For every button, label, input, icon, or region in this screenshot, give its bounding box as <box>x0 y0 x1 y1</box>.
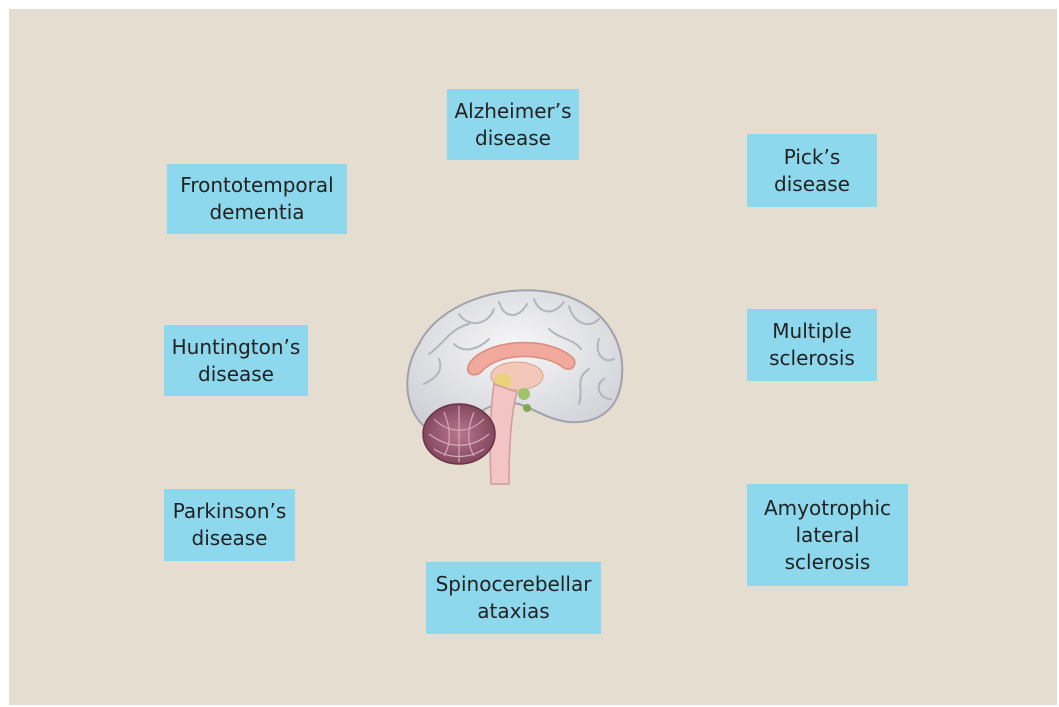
box-line: dementia <box>209 199 304 226</box>
box-line: disease <box>192 525 268 552</box>
box-line: Amyotrophic <box>764 495 891 522</box>
box-line: Frontotemporal <box>180 172 333 199</box>
box-line: Pick’s <box>784 144 841 171</box>
box-line: disease <box>198 361 274 388</box>
box-line: lateral <box>796 522 860 549</box>
box-line: Alzheimer’s <box>454 98 571 125</box>
slide: Alzheimer’s disease Pick’s disease Front… <box>9 9 1057 705</box>
box-huntingtons: Huntington’s disease <box>164 325 308 396</box>
box-line: sclerosis <box>769 345 855 372</box>
box-picks: Pick’s disease <box>747 134 877 207</box>
box-multiple-sclerosis: Multiple sclerosis <box>747 309 877 381</box>
box-line: Spinocerebellar <box>436 571 592 598</box>
box-line: Huntington’s <box>172 334 301 361</box>
box-alzheimers: Alzheimer’s disease <box>447 89 579 160</box>
box-line: Multiple <box>772 318 851 345</box>
brain-illustration <box>399 284 629 489</box>
box-line: disease <box>475 125 551 152</box>
box-spinocerebellar: Spinocerebellar ataxias <box>426 562 601 634</box>
box-line: ataxias <box>477 598 549 625</box>
box-parkinsons: Parkinson’s disease <box>164 489 295 561</box>
box-line: disease <box>774 171 850 198</box>
box-als: Amyotrophic lateral sclerosis <box>747 484 908 586</box>
box-line: sclerosis <box>785 549 871 576</box>
box-frontotemporal: Frontotemporal dementia <box>167 164 347 234</box>
box-line: Parkinson’s <box>173 498 287 525</box>
hypothalamus <box>518 388 530 400</box>
pituitary <box>523 404 531 412</box>
